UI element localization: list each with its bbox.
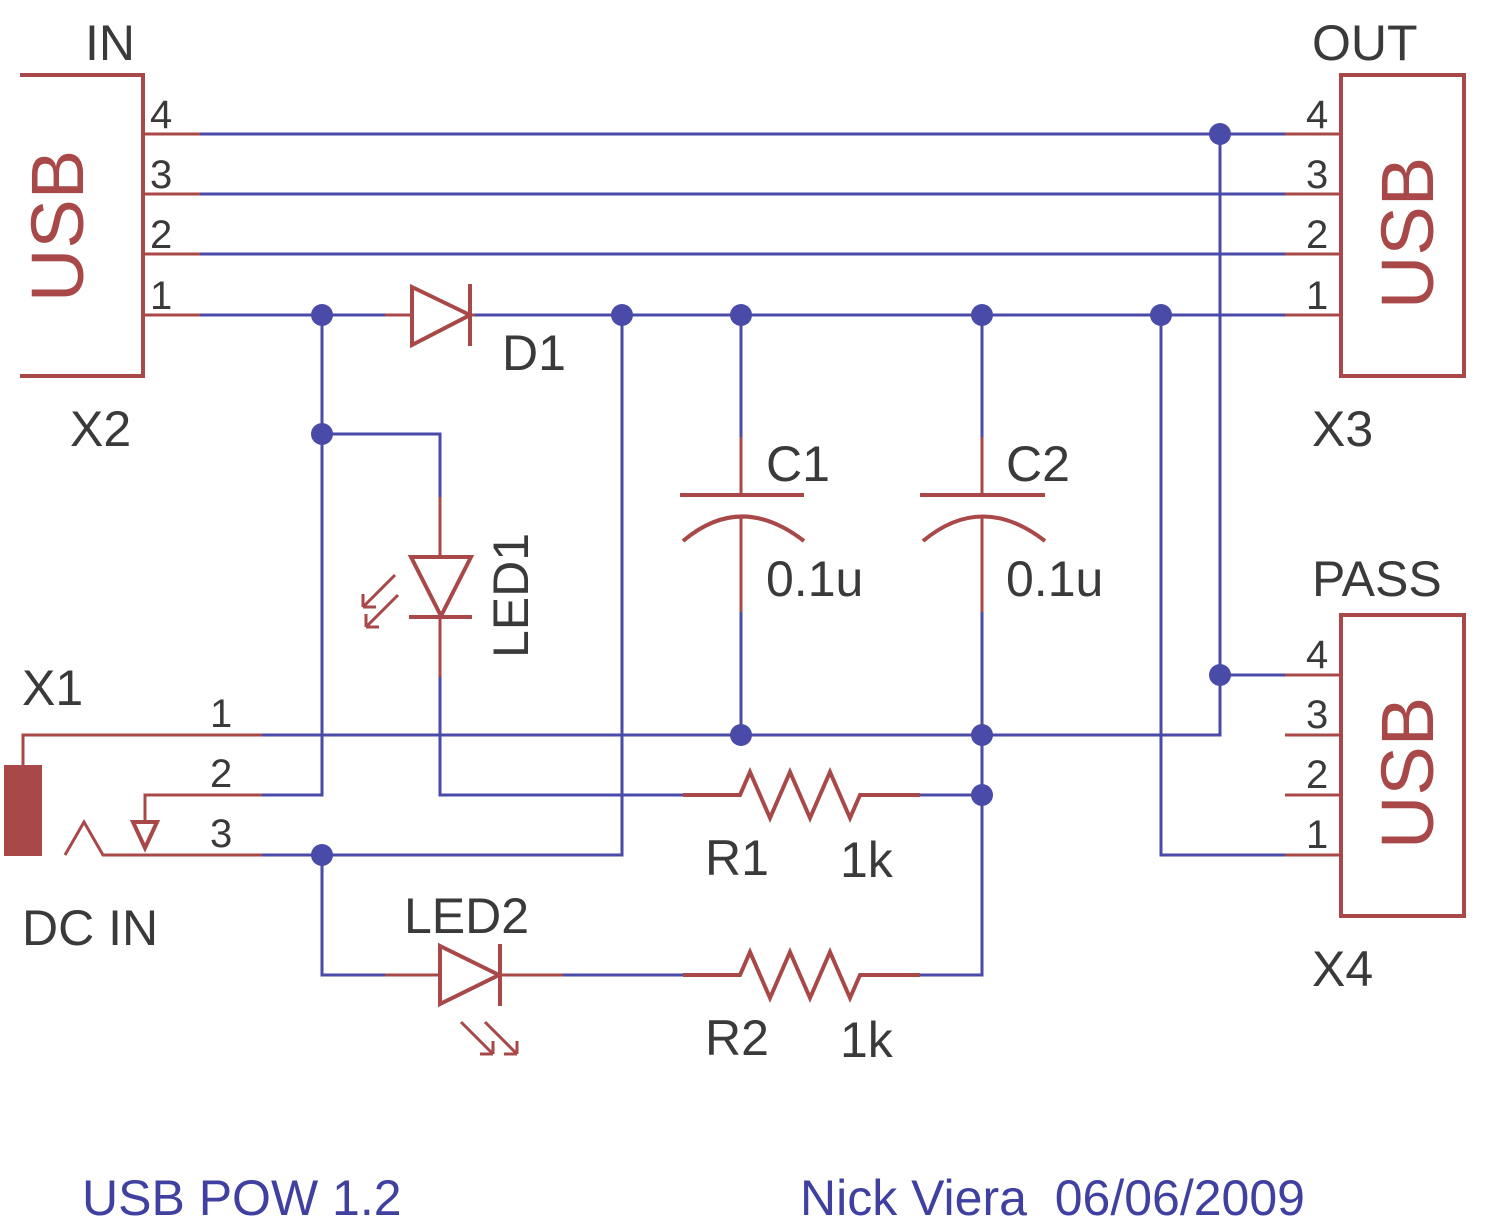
wire-led1-anode: [322, 432, 442, 497]
led2-light-arrows: [459, 1020, 519, 1056]
led-led2: [385, 942, 563, 1056]
d1-ref: D1: [502, 325, 566, 381]
x4-body-outline: [1339, 613, 1466, 918]
led1-light-arrows: [361, 573, 400, 629]
x2-pin-stubs: [143, 132, 200, 317]
wire-led1-feed: [262, 315, 324, 797]
usb-body-labels: USB USB USB: [16, 150, 1449, 849]
junction-dot: [311, 844, 333, 866]
x3-body-outline: [1339, 73, 1466, 378]
junction-dot: [971, 784, 993, 806]
c2-curved-plate: [921, 514, 1047, 543]
r1-value: 1k: [840, 832, 894, 888]
x1-pin3-lead: [63, 818, 262, 857]
resistor-r1: [683, 766, 920, 824]
r2-value: 1k: [840, 1012, 894, 1068]
capacitor-c1: [680, 437, 806, 612]
x3-pin-3: 3: [1306, 153, 1328, 197]
led1-triangle: [407, 555, 475, 621]
junction-dot: [611, 304, 633, 326]
x3-pin-1: 1: [1306, 274, 1328, 318]
x1-title: DC IN: [22, 900, 158, 956]
x4-body-label: USB: [1366, 697, 1449, 849]
x3-pin-stubs: [1285, 132, 1341, 317]
x1-contact-arrow: [129, 820, 161, 853]
x4-title: PASS: [1312, 551, 1442, 607]
x1-pin-3: 3: [210, 812, 232, 856]
led2-arrowheads: [480, 1041, 519, 1056]
d1-triangle: [410, 283, 475, 349]
footer-title: USB POW 1.2: [82, 1170, 402, 1226]
junction-dot: [311, 304, 333, 326]
wire-led2-anode: [320, 855, 385, 977]
footer: USB POW 1.2 Nick Viera 06/06/2009: [82, 1170, 1305, 1226]
x3-pin-4: 4: [1306, 93, 1328, 137]
led-led1: [361, 497, 475, 677]
r1-ref: R1: [705, 830, 769, 886]
x2-pin-2: 2: [150, 213, 172, 257]
led2-ref: LED2: [404, 888, 529, 944]
x4-pin-2: 2: [1306, 753, 1328, 797]
x2-body-outline: [20, 73, 145, 378]
junction-dot: [730, 724, 752, 746]
c2-value: 0.1u: [1006, 551, 1103, 607]
junction-dot: [1209, 664, 1231, 686]
diode-d1: [385, 283, 475, 349]
junction-dot: [971, 724, 993, 746]
x2-body-label: USB: [16, 150, 99, 302]
junction-dot: [971, 304, 993, 326]
c2-ref: C2: [1006, 436, 1070, 492]
r2-ref: R2: [705, 1010, 769, 1066]
wire-x4-pin1: [1159, 315, 1285, 857]
part-labels: IN X2 OUT X3 PASS X4 X1 DC IN D1 LED1 LE…: [22, 15, 1442, 1068]
junction-dot: [311, 423, 333, 445]
parts: [4, 73, 1466, 1056]
x3-body-label: USB: [1366, 157, 1449, 309]
x2-pin-1: 1: [150, 274, 172, 318]
x4-pin-3: 3: [1306, 693, 1328, 737]
x3-ref: X3: [1312, 401, 1373, 457]
wire-led1-r1: [438, 677, 683, 797]
junction-dot: [730, 304, 752, 326]
x1-barrel-block: [4, 765, 42, 856]
x4-ref: X4: [1312, 941, 1373, 997]
x4-pin-1: 1: [1306, 813, 1328, 857]
pin-numbers: 4 3 2 1 4 3 2 1 4 3 2 1 1 2 3: [150, 93, 1328, 857]
junctions: [311, 123, 1231, 866]
led1-arrowheads: [361, 594, 379, 629]
c1-ref: C1: [766, 436, 830, 492]
x4-pin-4: 4: [1306, 633, 1328, 677]
x2-title: IN: [85, 15, 135, 71]
wire-gnd: [262, 134, 1222, 737]
wire-d1-pin3: [262, 315, 624, 857]
x2-ref: X2: [70, 401, 131, 457]
r2-zigzag: [683, 946, 920, 1004]
x4-pin-stubs: [1285, 673, 1341, 857]
junction-dot: [1150, 304, 1172, 326]
connector-x3: [1285, 73, 1466, 378]
x1-pin-1: 1: [210, 692, 232, 736]
connector-x1: [4, 733, 262, 857]
footer-author-date: Nick Viera 06/06/2009: [800, 1170, 1305, 1226]
led2-triangle: [438, 942, 504, 1008]
resistor-r2: [683, 946, 920, 1004]
x1-ref: X1: [22, 660, 83, 716]
capacitor-c2: [920, 437, 1047, 612]
x3-title: OUT: [1312, 15, 1418, 71]
c1-value: 0.1u: [766, 551, 863, 607]
led1-ref: LED1: [483, 533, 539, 658]
x2-pin-4: 4: [150, 93, 172, 137]
connector-x4: [1285, 613, 1466, 918]
x1-pin2-lead: [143, 793, 262, 822]
x3-pin-2: 2: [1306, 213, 1328, 257]
r1-zigzag: [683, 766, 920, 824]
x1-pin-2: 2: [210, 752, 232, 796]
x1-pin1-lead: [21, 733, 262, 767]
junction-dot: [1209, 123, 1231, 145]
wires: [200, 132, 1285, 977]
c1-curved-plate: [681, 514, 806, 543]
connector-x2: [20, 73, 200, 378]
x2-pin-3: 3: [150, 153, 172, 197]
